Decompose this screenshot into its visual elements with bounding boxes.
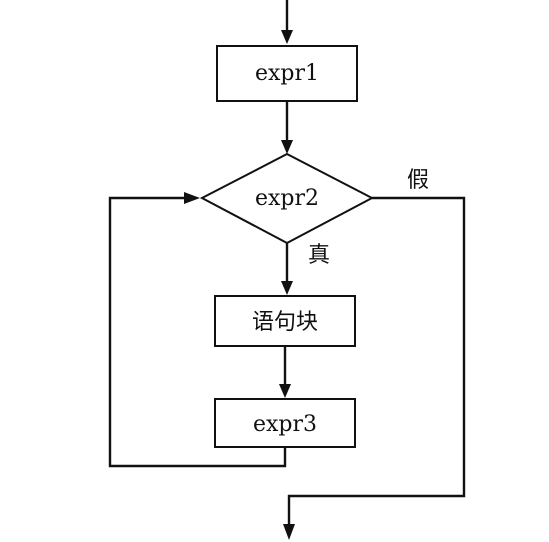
statement-block-node: 语句块 <box>214 295 356 347</box>
block-to-expr3-arrow <box>279 346 291 398</box>
false-branch-line <box>283 196 466 540</box>
expr3-label: expr3 <box>253 412 317 437</box>
expr3-node: expr3 <box>214 398 356 448</box>
entry-arrow <box>281 0 293 44</box>
expr2-decision-node: expr2 <box>199 152 375 245</box>
expr1-label: expr1 <box>255 61 319 86</box>
statement-block-label: 语句块 <box>252 310 318 335</box>
false-branch-label: 假 <box>407 168 429 193</box>
expr2-label: expr2 <box>255 186 319 211</box>
expr1-node: expr1 <box>216 45 358 102</box>
true-branch-arrow <box>281 243 293 295</box>
loop-back-arrow <box>108 192 287 468</box>
expr1-to-expr2-arrow <box>281 101 293 154</box>
true-branch-label: 真 <box>308 243 330 268</box>
